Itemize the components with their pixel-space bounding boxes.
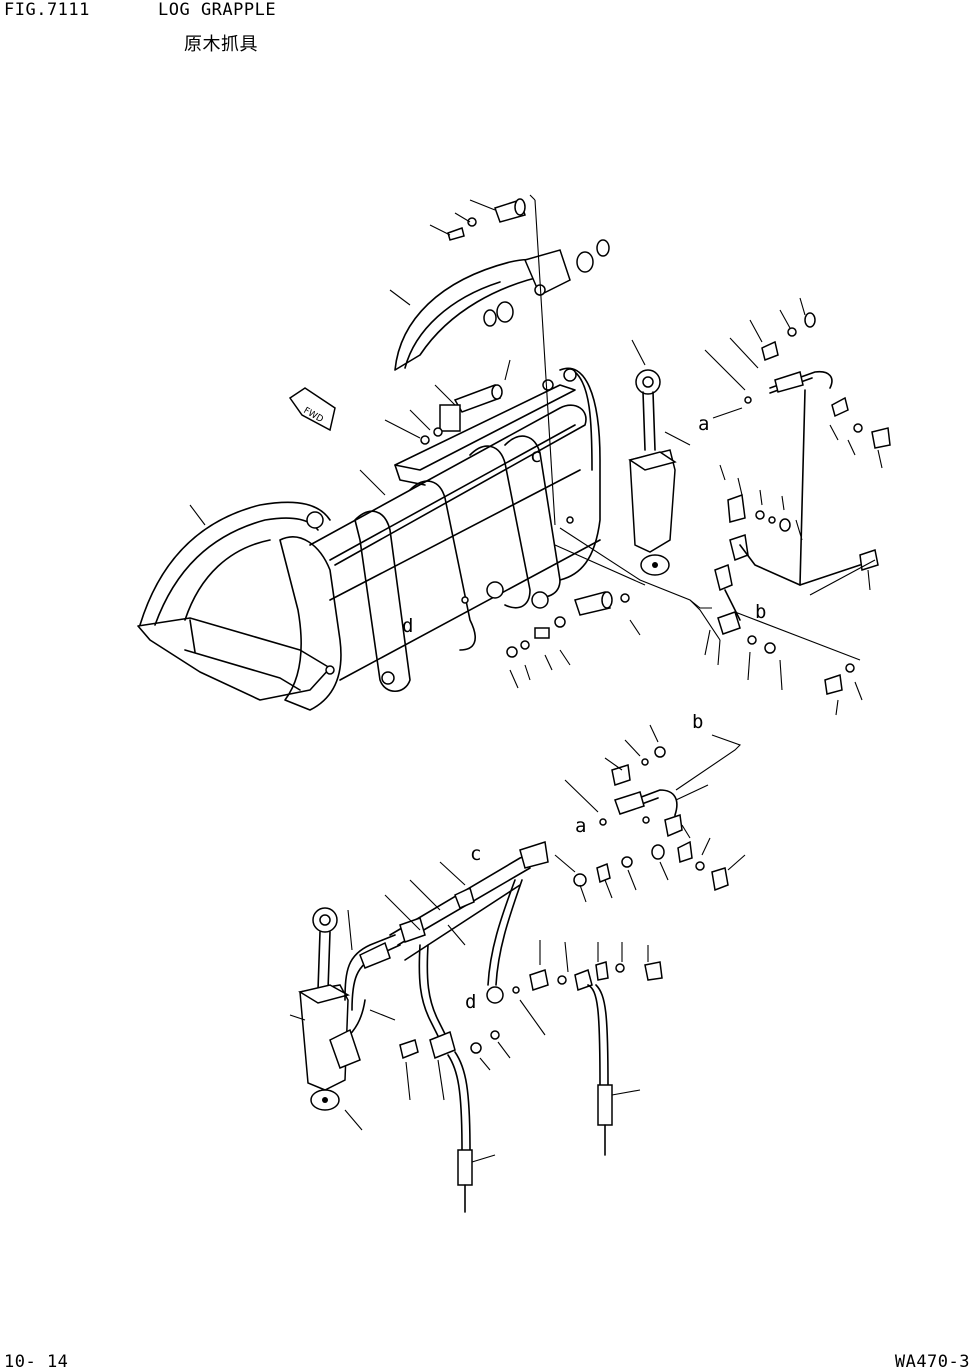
left-jaw-arm: [139, 501, 331, 626]
cross-tube: [309, 404, 587, 566]
connection-label-c-lower: c: [470, 843, 481, 865]
upper-jaw: [394, 258, 549, 371]
fwd-direction-marker: FWD: [288, 387, 336, 432]
connection-label-a-upper: a: [698, 413, 709, 435]
connection-label-d-upper: d: [402, 615, 413, 637]
grapple-assembly: FWD: [137, 194, 721, 711]
bracket-3: [469, 445, 531, 609]
pin-hole: [306, 511, 324, 529]
mid-pin: [420, 384, 503, 445]
connection-label-b-lower: b: [692, 711, 703, 733]
cylinder-upper: [628, 339, 691, 576]
bracket-1: [354, 510, 411, 693]
hose-upper-right: a b c d: [402, 297, 891, 716]
figure-title: LOG GRAPPLE: [158, 0, 277, 20]
leader-lines-upper: [189, 194, 641, 689]
connection-label-c-upper: c: [530, 445, 541, 467]
connection-label-b-upper: b: [755, 601, 766, 623]
bracket-2: [409, 480, 476, 651]
page-number: 10- 14: [4, 1352, 69, 1372]
figure-number: FIG.7111: [4, 0, 90, 20]
left-side-plate: [279, 536, 342, 711]
top-pin: [447, 198, 526, 241]
model-code: WA470-3: [894, 1352, 970, 1372]
right-jaw-arm: [559, 367, 601, 581]
figure-title-japanese: 原木抓具: [184, 34, 258, 55]
connection-label-a-lower: a: [575, 815, 586, 837]
bushing-set-top: [483, 239, 610, 327]
hydraulic-lines-lower: b a c d: [289, 711, 746, 1213]
connection-label-d-lower: d: [465, 991, 476, 1013]
lower-pin-set: [506, 591, 630, 658]
jaw-tine: [137, 617, 331, 701]
